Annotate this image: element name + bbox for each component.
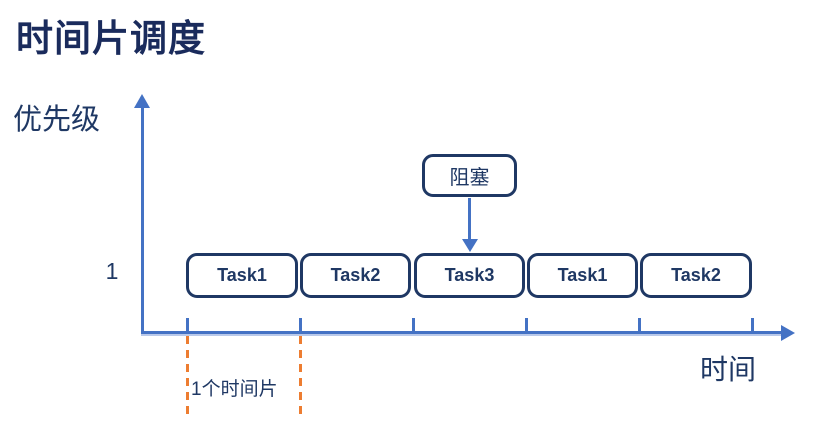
arrow-down-icon — [462, 239, 478, 252]
task-box-3: Task3 — [414, 253, 525, 298]
time-slice-label: 1个时间片 — [191, 379, 278, 400]
page-title: 时间片调度 — [16, 18, 206, 59]
blocked-arrow-line — [468, 198, 471, 240]
axis-tick-1 — [186, 318, 189, 332]
task-label: Task2 — [671, 265, 721, 285]
priority-axis-arrow-icon — [134, 94, 150, 108]
task-label: Task2 — [330, 265, 381, 285]
task-label: Task3 — [444, 265, 495, 285]
axis-tick-4 — [525, 318, 528, 332]
axis-tick-3 — [412, 318, 415, 332]
blocked-label: 阻塞 — [449, 167, 490, 189]
task-label: Task1 — [217, 265, 267, 285]
task-box-4: Task1 — [527, 253, 638, 298]
x-axis-label: 时间 — [700, 354, 757, 385]
priority-level-label: 1 — [105, 258, 119, 284]
task-box-1: Task1 — [186, 253, 298, 298]
axis-tick-2 — [299, 318, 302, 332]
blocked-callout-box: 阻塞 — [422, 154, 517, 197]
axis-tick-5 — [638, 318, 641, 332]
time-axis-line — [141, 331, 783, 334]
task-box-5: Task2 — [640, 253, 752, 298]
time-axis-arrow-icon — [781, 325, 795, 341]
time-slice-marker-right — [299, 336, 302, 414]
axis-tick-6 — [751, 318, 754, 332]
task-label: Task1 — [557, 265, 608, 285]
y-axis-label: 优先级 — [13, 104, 101, 136]
priority-axis-line — [141, 106, 144, 333]
task-box-2: Task2 — [300, 253, 411, 298]
time-slice-marker-left — [186, 336, 189, 414]
